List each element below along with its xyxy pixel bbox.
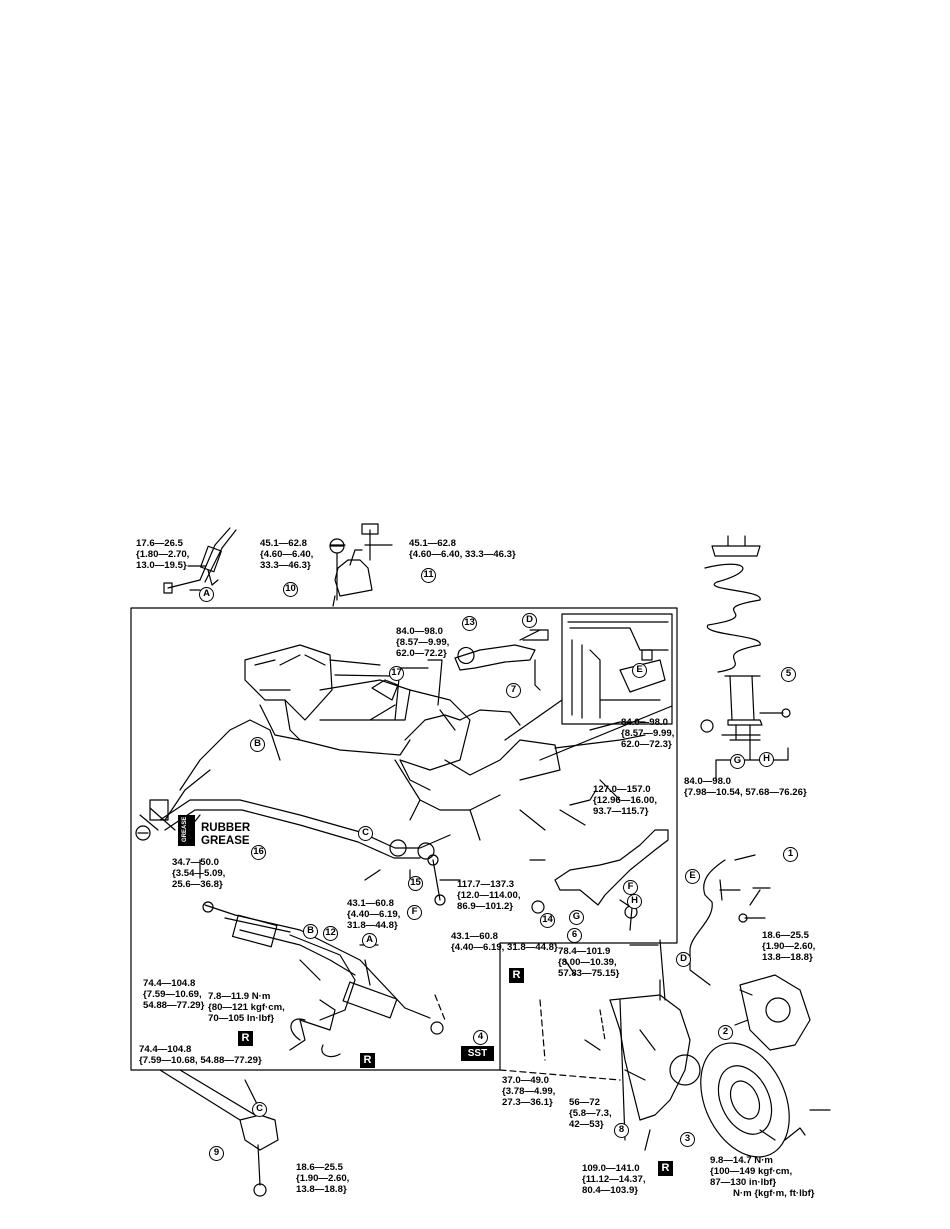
part-callout-15: 15 [408,876,423,891]
grease-can-icon: GREASE [178,815,195,846]
ref-letter-g: G [569,910,584,925]
front-crossmember [164,644,561,841]
part-callout-7: 7 [506,683,521,698]
torque-label: 37.0—49.0 {3.78—4.99, 27.3—36.1} [502,1075,556,1108]
part-callout-2: 2 [718,1025,733,1040]
torque-label: 45.1—62.8 {4.60—6.40, 33.3—46.3} [260,538,314,571]
torque-label: 18.6—25.5 {1.90—2.60, 13.8—18.8} [762,930,816,963]
ref-letter-a: A [199,587,214,602]
engine-mount [329,523,379,607]
steering-shaft-joint [163,527,237,594]
ref-letter-e: E [685,869,700,884]
torque-label: 7.8—11.9 N·m {80—121 kgf·cm, 70—105 In·l… [208,991,285,1024]
torque-label: 84.0—98.0 {8.57—9.99, 62.0—72.3} [621,717,675,750]
part-callout-13: 13 [462,616,477,631]
stabilizer-bar [139,799,451,859]
torque-label: 43.1—60.8 {4.40—6.19, 31.8—44.8} [451,931,558,953]
ref-letter-h: H [627,894,642,909]
steering-knuckle [609,939,701,1141]
ref-letter-g: G [730,754,745,769]
ref-letter-e: E [632,663,647,678]
brake-disc [700,1042,806,1158]
ref-letter-b: B [250,737,265,752]
ref-letter-b: B [303,924,318,939]
ref-letter-f: F [407,905,422,920]
torque-label: 78.4—101.9 {8.00—10.39, 57.83—75.15} [558,946,620,979]
torque-label: 43.1—60.8 {4.40—6.19, 31.8—44.8} [347,898,401,931]
stabilizer-link [135,825,446,906]
wheel-speed-sensor [689,854,771,986]
part-callout-8: 8 [614,1123,629,1138]
special-service-tool-marker: SST [461,1046,494,1061]
ref-letter-h: H [759,752,774,767]
ref-letter-a: A [362,933,377,948]
part-callout-16: 16 [251,845,266,860]
replace-part-marker: R [658,1161,673,1176]
part-callout-11: 11 [421,568,436,583]
ref-letter-c: C [358,826,373,841]
torque-label: 9.8—14.7 N·m {100—149 kgf·cm, 87—130 in·… [710,1155,793,1188]
gear-bracket [159,1069,279,1197]
torque-label: 109.0—141.0 {11.12—14.37, 80.4—103.9} [582,1163,646,1196]
torque-label: 84.0—98.0 {7.98—10.54, 57.68—76.26} [684,776,807,798]
detail-inset-drawing [567,621,669,719]
torque-label: 17.6—26.5 {1.80—2.70, 13.0—19.5} [136,538,190,571]
torque-label: 34.7—50.0 {3.54—5.09, 25.6—36.8} [172,857,226,890]
torque-label: 127.0—157.0 {12.96—16.00, 93.7—115.7} [593,784,658,817]
part-callout-1: 1 [783,847,798,862]
torque-label: 74.4—104.8 {7.59—10.69, 54.88—77.29} [143,978,205,1011]
replace-part-marker: R [509,968,524,983]
strut-assembly [700,535,791,781]
part-callout-3: 3 [680,1132,695,1147]
units-note: N·m {kgf·m, ft·lbf} [733,1188,815,1199]
torque-label: 74.4—104.8 {7.59—10.68, 54.88—77.29} [139,1044,262,1066]
torque-label: 84.0—98.0 {8.57—9.99, 62.0—72.2} [396,626,450,659]
part-callout-12: 12 [323,926,338,941]
steering-gear [202,901,444,1058]
torque-label: 45.1—62.8 {4.60—6.40, 33.3—46.3} [409,538,516,560]
replace-part-marker: R [360,1053,375,1068]
ref-letter-d: D [522,613,537,628]
part-callout-5: 5 [781,667,796,682]
crossmember-frame [130,607,678,1071]
torque-label: 117.7—137.3 {12.0—114.00, 86.9—101.2} [457,879,521,912]
part-callout-9: 9 [209,1146,224,1161]
upper-arm [454,629,549,691]
ref-letter-f: F [623,880,638,895]
ref-letter-d: D [676,952,691,967]
part-callout-6: 6 [567,928,582,943]
replace-part-marker: R [238,1031,253,1046]
part-callout-10: 10 [283,582,298,597]
torque-label: 56—72 {5.8—7.3, 42—53} [569,1097,612,1130]
torque-label: 18.6—25.5 {1.90—2.60, 13.8—18.8} [296,1162,350,1195]
part-callout-17: 17 [389,666,404,681]
detail-inset-frame [561,613,673,725]
grease-label: RUBBER GREASE [201,822,251,847]
brake-caliper [734,974,811,1051]
ref-letter-c: C [252,1102,267,1117]
grease-can-label: GREASE [182,816,188,842]
part-callout-4: 4 [473,1030,488,1045]
part-callout-14: 14 [540,913,555,928]
